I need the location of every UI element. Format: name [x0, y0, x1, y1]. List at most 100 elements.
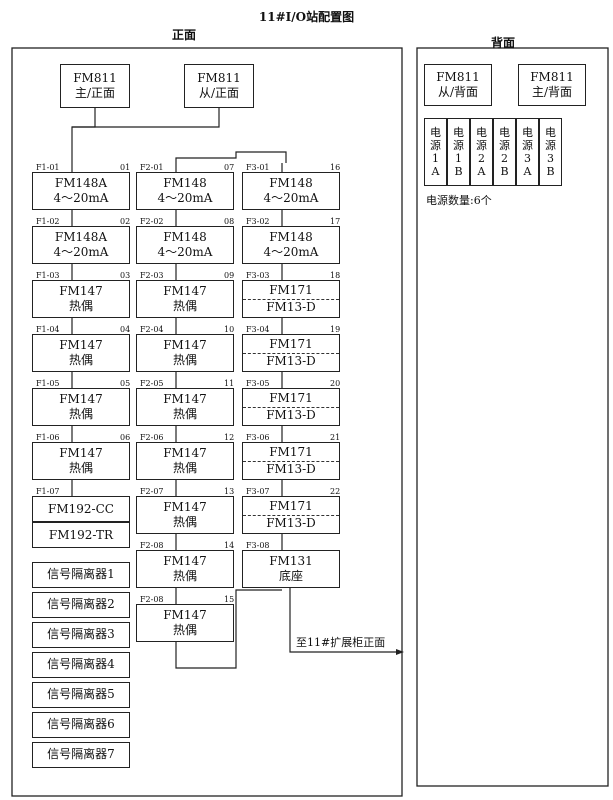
- power-supply-char: 电: [476, 126, 487, 139]
- fm192-cc-module: FM192-CC: [32, 496, 130, 522]
- module-model: FM171: [243, 499, 339, 516]
- back-panel-frame: [416, 47, 609, 787]
- module-model: FM131: [269, 554, 313, 568]
- slot-tag: F1-04: [36, 325, 60, 334]
- module-model: FM147: [163, 392, 207, 406]
- power-supply-char: 电: [499, 126, 510, 139]
- signal-isolator-3: 信号隔离器3: [32, 622, 130, 648]
- expansion-line: [289, 588, 398, 653]
- module-model: FM148: [269, 176, 313, 190]
- slot-number: 15: [224, 595, 235, 604]
- power-supply-char: 3: [547, 152, 554, 165]
- slot-number: 04: [120, 325, 131, 334]
- power-supply-char: 电: [430, 126, 441, 139]
- slot-number: 10: [224, 325, 235, 334]
- slot-tag: F3-07: [246, 487, 270, 496]
- slot-number: 18: [330, 271, 341, 280]
- expansion-label: 至11#扩展柜正面: [296, 636, 386, 649]
- slot-tag: F3-08: [246, 541, 270, 550]
- slot-tag: F2-02: [140, 217, 164, 226]
- slot-tag: F2-07: [140, 487, 164, 496]
- module-type: 4～20mA: [53, 191, 109, 205]
- module-model: FM147: [163, 338, 207, 352]
- back-heading: 背面: [491, 36, 516, 50]
- slot-tag: F2-03: [140, 271, 164, 280]
- module-type: 主/背面: [531, 85, 573, 99]
- module-model: FM147: [163, 446, 207, 460]
- slot-number: 11: [224, 379, 235, 388]
- power-supply-char: 1: [432, 152, 439, 165]
- module-type: 热偶: [172, 353, 197, 367]
- module-model: FM148A: [54, 230, 108, 244]
- slot-number: 02: [120, 217, 131, 226]
- module-type: 从/正面: [198, 86, 240, 100]
- module-type: 热偶: [172, 461, 197, 475]
- signal-isolator-2: 信号隔离器2: [32, 592, 130, 618]
- slot-tag: F2-01: [140, 163, 164, 172]
- slot-number: 14: [224, 541, 235, 550]
- slot-tag: F3-01: [246, 163, 270, 172]
- module-model: FM147: [59, 338, 103, 352]
- bus-line-slave: [72, 108, 220, 128]
- slot-tag: F3-03: [246, 271, 270, 280]
- module-type: 热偶: [172, 299, 197, 313]
- module-model: FM811: [530, 70, 574, 84]
- slot-number: 12: [224, 433, 235, 442]
- power-supply-char: 源: [476, 139, 487, 152]
- power-supply-char: 源: [545, 139, 556, 152]
- module-type: 热偶: [172, 407, 197, 421]
- signal-isolator-5: 信号隔离器5: [32, 682, 130, 708]
- power-supply-char: 2: [501, 152, 508, 165]
- module-model: FM148: [163, 230, 207, 244]
- module-type: 热偶: [172, 515, 197, 529]
- slot-tag: F2-08: [140, 541, 164, 550]
- slot-tag: F2-05: [140, 379, 164, 388]
- bus-loop-bottom: [175, 589, 282, 669]
- module-type: 热偶: [68, 353, 93, 367]
- signal-isolator-4: 信号隔离器4: [32, 652, 130, 678]
- slot-tag: F1-03: [36, 271, 60, 280]
- bus-link-2-3: [175, 151, 287, 163]
- slot-tag: F2-06: [140, 433, 164, 442]
- power-supply-char: B: [546, 165, 555, 178]
- slot-number: 21: [330, 433, 341, 442]
- module-model: FM171: [243, 283, 339, 300]
- power-supply-char: 电: [453, 126, 464, 139]
- slot-tag: F1-05: [36, 379, 60, 388]
- module-model: FM147: [163, 284, 207, 298]
- slot-number: 17: [330, 217, 341, 226]
- signal-isolator-7: 信号隔离器7: [32, 742, 130, 768]
- slot-number: 16: [330, 163, 341, 172]
- slot-tag: F1-01: [36, 163, 60, 172]
- module-type: 主/正面: [74, 86, 116, 100]
- module-type: 热偶: [68, 299, 93, 313]
- bus-line-master: [71, 108, 96, 172]
- front-panel-frame: [11, 47, 403, 797]
- arrow-head-icon: [396, 649, 404, 655]
- slot-number: 01: [120, 163, 131, 172]
- slot-tag: F1-06: [36, 433, 60, 442]
- signal-isolator-6: 信号隔离器6: [32, 712, 130, 738]
- power-supply-char: 源: [499, 139, 510, 152]
- slot-tag: F2-08: [140, 595, 164, 604]
- module-type: 4～20mA: [263, 245, 319, 259]
- power-supply-char: 源: [453, 139, 464, 152]
